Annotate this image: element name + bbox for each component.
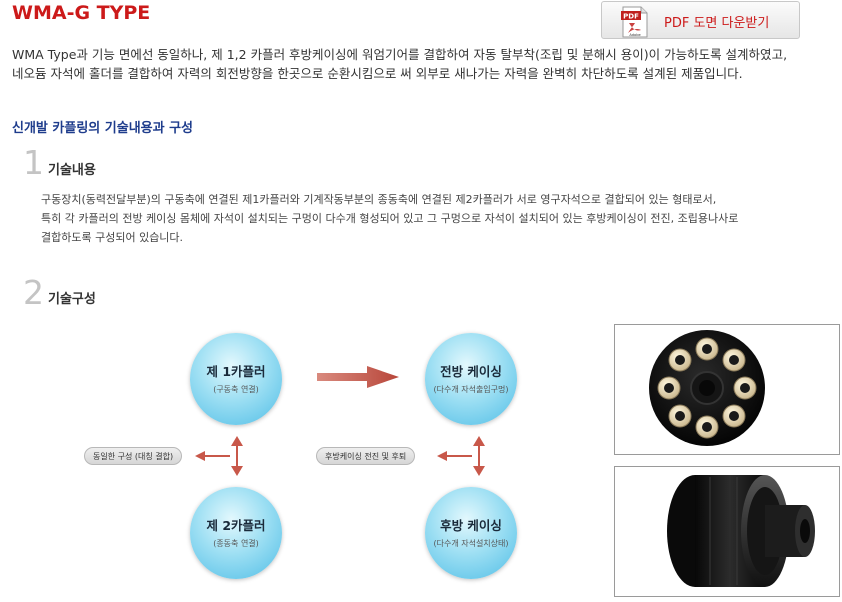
intro-text: WMA Type과 기능 면에선 동일하나, 제 1,2 카플러 후방케이싱에 … (12, 45, 840, 83)
updown-arrow-icon (473, 436, 485, 476)
step-number-2: 2 (23, 273, 44, 312)
intro-line: WMA Type과 기능 면에선 동일하나, 제 1,2 카플러 후방케이싱에 … (12, 47, 788, 62)
description-line: 결합하도록 구성되어 있습니다. (41, 231, 184, 244)
description-line: 특히 각 카플러의 전방 케이싱 몸체에 자석이 설치되는 구멍이 다수개 형성… (41, 212, 739, 225)
section-title: 신개발 카플링의 기술내용과 구성 (12, 121, 194, 136)
coupling-front-image (649, 330, 765, 446)
description-line: 구동장치(동력전달부분)의 구동축에 연결된 제1카플러와 기계작동부분의 종동… (41, 193, 717, 206)
node-title: 후방 케이싱 (440, 518, 502, 533)
node-subtitle: (구동축 연결) (213, 385, 259, 394)
node-title: 전방 케이싱 (440, 364, 502, 379)
step-number-1: 1 (23, 143, 44, 182)
left-arrow-icon (195, 451, 230, 461)
page-title: WMA-G TYPE (12, 2, 151, 24)
rear-casing-movement-label: 후방케이싱 전진 및 후퇴 (316, 447, 416, 465)
pdf-download-button[interactable]: PDF Adobe PDF 도면 다운받기 (601, 1, 800, 39)
node-front-casing: 전방 케이싱 (다수개 자석출입구멍) (425, 333, 517, 425)
updown-arrow-icon (231, 436, 243, 476)
tech-content-heading: 기술내용 (48, 163, 96, 178)
adobe-brand-text: Adobe (629, 33, 641, 37)
pdf-icon-text: PDF (623, 13, 639, 21)
node-subtitle: (다수개 자석설치상태) (433, 539, 509, 548)
coupling-front-photo (614, 324, 840, 455)
right-arrow-icon (317, 366, 399, 388)
coupling-side-image (667, 475, 815, 587)
pdf-download-label: PDF 도면 다운받기 (664, 16, 770, 31)
symmetric-structure-label: 동일한 구성 (대칭 결합) (84, 447, 183, 465)
coupling-side-photo (614, 466, 840, 597)
node-subtitle: (다수개 자석출입구멍) (433, 385, 509, 394)
left-arrow-icon (437, 451, 472, 461)
intro-line: 네오듐 자석에 홀더를 결합하여 자력의 회전방향을 한곳으로 순환시킴으로 써… (12, 66, 743, 81)
node-title: 제 2카플러 (206, 518, 266, 533)
tech-structure-heading: 기술구성 (48, 292, 96, 307)
node-second-coupler: 제 2카플러 (종동축 연결) (190, 487, 282, 579)
node-title: 제 1카플러 (206, 364, 266, 379)
node-subtitle: (종동축 연결) (213, 539, 259, 548)
pdf-file-icon: PDF Adobe (621, 6, 648, 38)
node-first-coupler: 제 1카플러 (구동축 연결) (190, 333, 282, 425)
node-rear-casing: 후방 케이싱 (다수개 자석설치상태) (425, 487, 517, 579)
tech-content-description: 구동장치(동력전달부분)의 구동축에 연결된 제1카플러와 기계작동부분의 종동… (41, 190, 738, 247)
